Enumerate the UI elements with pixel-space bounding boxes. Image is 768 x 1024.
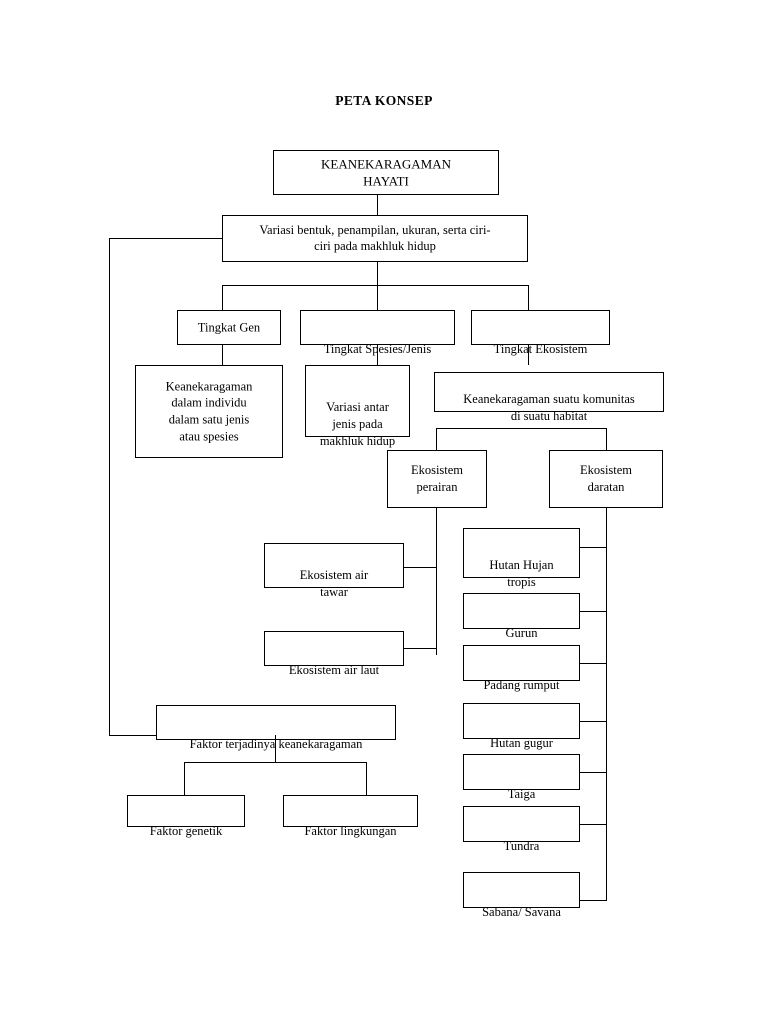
connector-gen-to-desc [222,345,223,365]
node-hutan-hujan-tropis[interactable]: Hutan Hujan tropis [463,528,580,589]
node-label: Sabana/ Savana [482,905,561,920]
node-hutan-gugur[interactable]: Hutan gugur [463,703,580,750]
connector-daratan-trunk [606,508,607,901]
node-label: Tingkat Ekosistem [493,342,588,357]
node-label: Ekosistem air laut [288,663,380,678]
node-taiga[interactable]: Taiga [463,754,580,801]
connector-bar-to-gen [222,285,223,310]
node-label: Variasi antar jenis pada makhluk hidup [319,400,396,449]
node-label: Faktor terjadinya keanekaragaman [189,737,363,752]
connector-bar-to-spesies [377,285,378,310]
node-keanekaragaman-komunitas[interactable]: Keanekaragaman suatu komunitas di suatu … [434,372,664,423]
connector-definition-down [377,262,378,285]
node-label: Padang rumput [483,678,560,693]
node-definisi-variasi[interactable]: Variasi bentuk, penampilan, ukuran, sert… [222,215,528,262]
node-label: KEANEKARAGAMAN HAYATI [321,155,451,189]
page-title: PETA KONSEP [335,93,433,108]
node-label: Faktor genetik [149,824,223,839]
connector-daratan-to-taiga [580,772,607,773]
connector-daratan-to-hutan-gugur [580,721,607,722]
connector-daratan-to-sabana [580,900,607,901]
node-label: Ekosistem air tawar [299,568,369,600]
connector-bar-to-perairan [436,428,437,450]
node-keanekaragaman-gen-desc[interactable]: Keanekaragaman dalam individu dalam satu… [135,365,283,458]
node-label: Hutan Hujan tropis [489,558,554,590]
node-label: Tundra [503,839,540,854]
connector-faktor-down [275,735,276,762]
connector-levels-bar [222,285,528,286]
connector-faktor-bar [184,762,366,763]
node-label: Ekosistem daratan [579,463,633,494]
node-label: Keanekaragaman suatu komunitas di suatu … [463,392,635,424]
connector-bar-to-lingkungan [366,762,367,795]
node-tingkat-spesies[interactable]: Tingkat Spesies/Jenis [300,310,455,356]
node-ekosistem-perairan[interactable]: Ekosistem perairan [387,450,487,508]
node-gurun[interactable]: Gurun [463,593,580,640]
connector-ekosistem-to-desc [528,345,529,365]
node-faktor-genetik[interactable]: Faktor genetik [127,795,245,838]
connector-left-rail [109,238,110,735]
node-label: Keanekaragaman dalam individu dalam satu… [165,378,253,444]
node-label: Taiga [507,787,536,802]
node-tundra[interactable]: Tundra [463,806,580,853]
connector-perairan-to-air-tawar [404,567,437,568]
node-variasi-antar-jenis[interactable]: Variasi antar jenis pada makhluk hidup [305,365,410,448]
connector-perairan-trunk [436,508,437,655]
connector-root-to-definition [377,195,378,215]
node-faktor-lingkungan[interactable]: Faktor lingkungan [283,795,418,838]
node-label: Tingkat Spesies/Jenis [323,342,432,357]
node-label: Faktor lingkungan [304,824,397,839]
node-label: Ekosistem perairan [410,463,464,494]
node-label: Variasi bentuk, penampilan, ukuran, sert… [259,222,491,254]
node-ekosistem-air-tawar[interactable]: Ekosistem air tawar [264,543,404,599]
node-padang-rumput[interactable]: Padang rumput [463,645,580,692]
connector-spesies-to-desc [377,345,378,365]
node-tingkat-ekosistem[interactable]: Tingkat Ekosistem [471,310,610,356]
node-ekosistem-daratan[interactable]: Ekosistem daratan [549,450,663,508]
connector-daratan-to-tundra [580,824,607,825]
node-ekosistem-air-laut[interactable]: Ekosistem air laut [264,631,404,677]
node-label: Tingkat Gen [197,320,261,335]
node-label: Hutan gugur [490,736,553,751]
connector-bar-to-genetik [184,762,185,795]
connector-bar-to-daratan [606,428,607,450]
connector-left-rail-to-faktor [109,735,156,736]
node-sabana-savana[interactable]: Sabana/ Savana [463,872,580,919]
connector-bar-to-ekosistem [528,285,529,310]
connector-daratan-to-hutan-hujan [580,547,607,548]
node-faktor-terjadinya-keanekaragaman[interactable]: Faktor terjadinya keanekaragaman [156,705,396,751]
connector-daratan-to-padang-rumput [580,663,607,664]
connector-daratan-to-gurun [580,611,607,612]
connector-definition-left-stub [109,238,223,239]
node-tingkat-gen[interactable]: Tingkat Gen [177,310,281,345]
connector-perairan-to-air-laut [404,648,437,649]
node-keanekaragaman-hayati[interactable]: KEANEKARAGAMAN HAYATI [273,150,499,195]
connector-komunitas-bar [436,428,606,429]
node-label: Gurun [505,626,538,641]
